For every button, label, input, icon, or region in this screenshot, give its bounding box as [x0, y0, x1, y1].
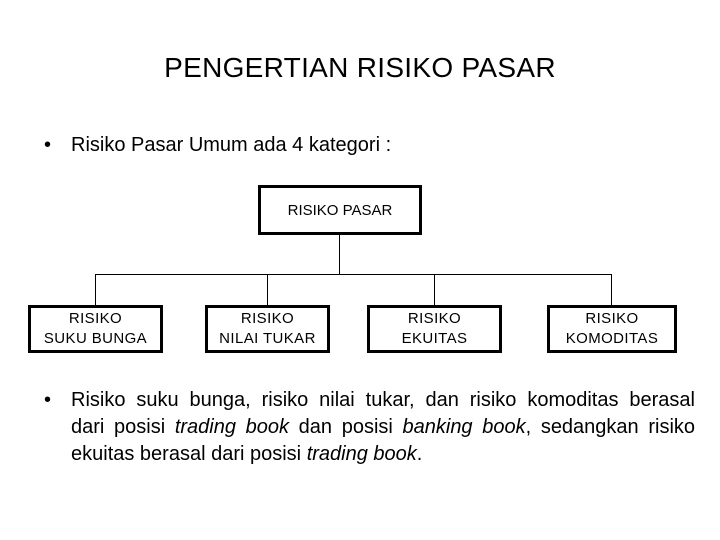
explanation-paragraph: Risiko suku bunga, risiko nilai tukar, d…: [71, 387, 695, 468]
child-box-label-line2: KOMODITAS: [565, 330, 659, 347]
connector-drop-2: [267, 275, 268, 305]
child-box-label-line2: NILAI TUKAR: [219, 330, 316, 347]
italic-banking-book: banking book: [402, 416, 526, 438]
paragraph-line-1: Risiko suku bunga, risiko nilai tukar, d…: [71, 389, 695, 411]
child-box-komoditas: RISIKO KOMODITAS: [547, 305, 677, 353]
bullet-item-explanation: • Risiko suku bunga, risiko nilai tukar,…: [44, 387, 696, 468]
root-box-risiko-pasar: RISIKO PASAR: [258, 185, 422, 235]
paragraph-line-3: ekuitas berasal dari posisi trading book…: [71, 443, 423, 465]
bullet-marker: •: [44, 134, 52, 156]
child-box-label-line1: RISIKO: [585, 310, 639, 327]
connector-horizontal-bar: [95, 274, 612, 275]
italic-trading-book: trading book: [174, 416, 289, 438]
connector-drop-1: [95, 275, 96, 305]
child-box-ekuitas: RISIKO EKUITAS: [367, 305, 502, 353]
connector-drop-3: [434, 275, 435, 305]
child-box-nilai-tukar: RISIKO NILAI TUKAR: [205, 305, 330, 353]
italic-trading-book: trading book: [306, 443, 417, 465]
root-box-label: RISIKO PASAR: [287, 201, 393, 219]
connector-root-stem: [339, 235, 340, 274]
bullet-item-categories: • Risiko Pasar Umum ada 4 kategori :: [44, 132, 664, 158]
bullet-marker: •: [44, 389, 52, 411]
child-box-label-line1: RISIKO: [68, 310, 123, 327]
child-box-label-line1: RISIKO: [240, 310, 295, 327]
connector-drop-4: [611, 275, 612, 305]
child-box-label-line2: SUKU BUNGA: [43, 330, 148, 347]
page-title: PENGERTIAN RISIKO PASAR: [164, 52, 556, 83]
child-box-label-line1: RISIKO: [407, 310, 462, 327]
child-box-suku-bunga: RISIKO SUKU BUNGA: [28, 305, 163, 353]
paragraph-line-2: dari posisi trading book dan posisi bank…: [71, 416, 696, 438]
bullet1-text: Risiko Pasar Umum ada 4 kategori :: [71, 134, 392, 156]
child-box-label-line2: EKUITAS: [401, 330, 468, 347]
